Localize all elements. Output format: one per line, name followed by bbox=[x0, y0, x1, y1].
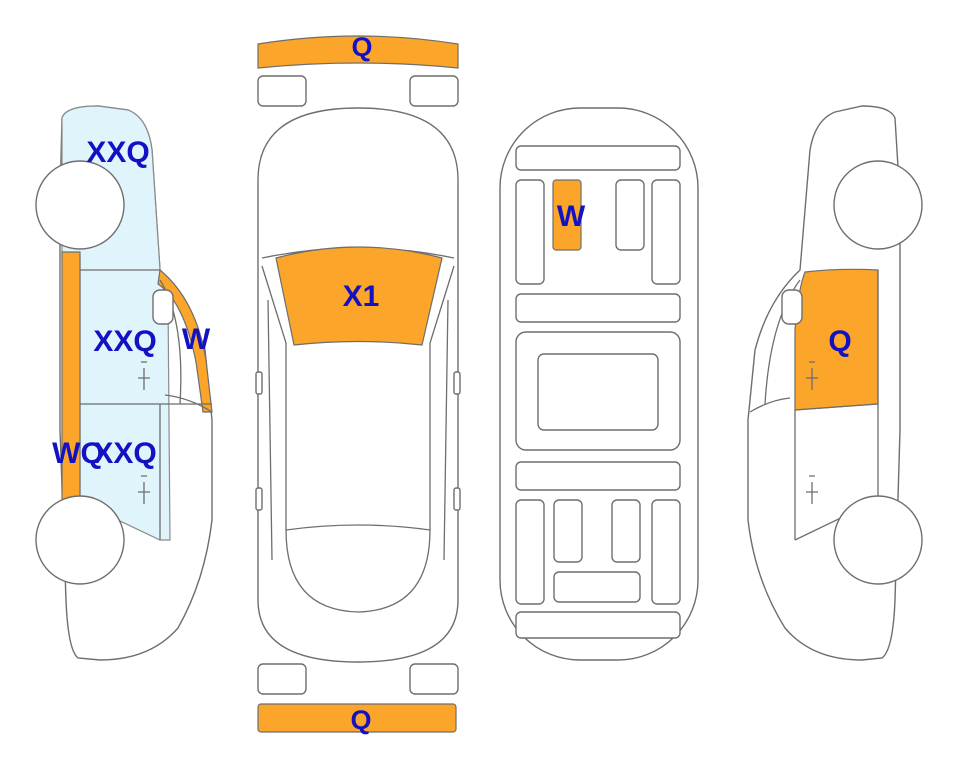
label-front-bumper: Q bbox=[351, 32, 372, 62]
rear-bumper bbox=[257, 703, 457, 733]
right-rear-wheel bbox=[833, 495, 923, 585]
underbody-view bbox=[499, 107, 699, 661]
left-side-view bbox=[35, 105, 213, 661]
label-right-door: Q bbox=[828, 325, 851, 358]
label-left-lower-x: XXQ bbox=[93, 437, 156, 470]
right-mirror bbox=[781, 289, 803, 325]
left-front-wheel bbox=[35, 160, 125, 250]
roof-panel bbox=[552, 179, 582, 251]
left-mirror bbox=[152, 289, 174, 325]
label-left-upper: XXQ bbox=[86, 136, 149, 169]
label-rear-bumper: Q bbox=[350, 705, 371, 735]
right-side-view bbox=[747, 105, 923, 661]
damage-labels: Q X1 Q W XXQ XXQ W WQ XXQ Q bbox=[52, 32, 852, 735]
front-bumper bbox=[257, 35, 459, 69]
label-left-lower-w: WQ bbox=[52, 437, 104, 470]
left-rear-wheel bbox=[35, 495, 125, 585]
right-front-wheel bbox=[833, 160, 923, 250]
label-left-pillar: W bbox=[182, 323, 211, 356]
top-view bbox=[255, 35, 461, 733]
label-windshield: X1 bbox=[343, 280, 380, 313]
windshield bbox=[275, 246, 443, 346]
label-roof-panel: W bbox=[557, 200, 586, 233]
label-left-middle: XXQ bbox=[93, 325, 156, 358]
